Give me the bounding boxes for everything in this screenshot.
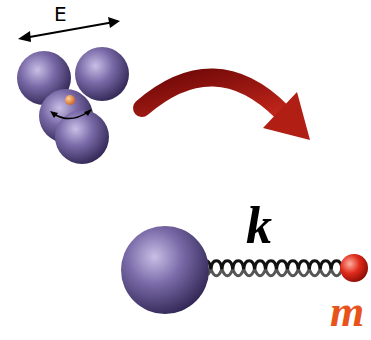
spring <box>200 261 342 276</box>
atom-cluster <box>17 47 129 164</box>
spring-constant-label: k <box>246 196 272 255</box>
light-mass <box>340 254 368 282</box>
field-arrow <box>18 17 120 42</box>
transform-arrow <box>142 77 310 140</box>
spring-coil <box>200 261 342 269</box>
field-label: E <box>54 2 67 26</box>
heavy-atom <box>121 226 209 314</box>
mass-label: m <box>330 286 364 337</box>
spring-coil-back <box>200 269 342 276</box>
